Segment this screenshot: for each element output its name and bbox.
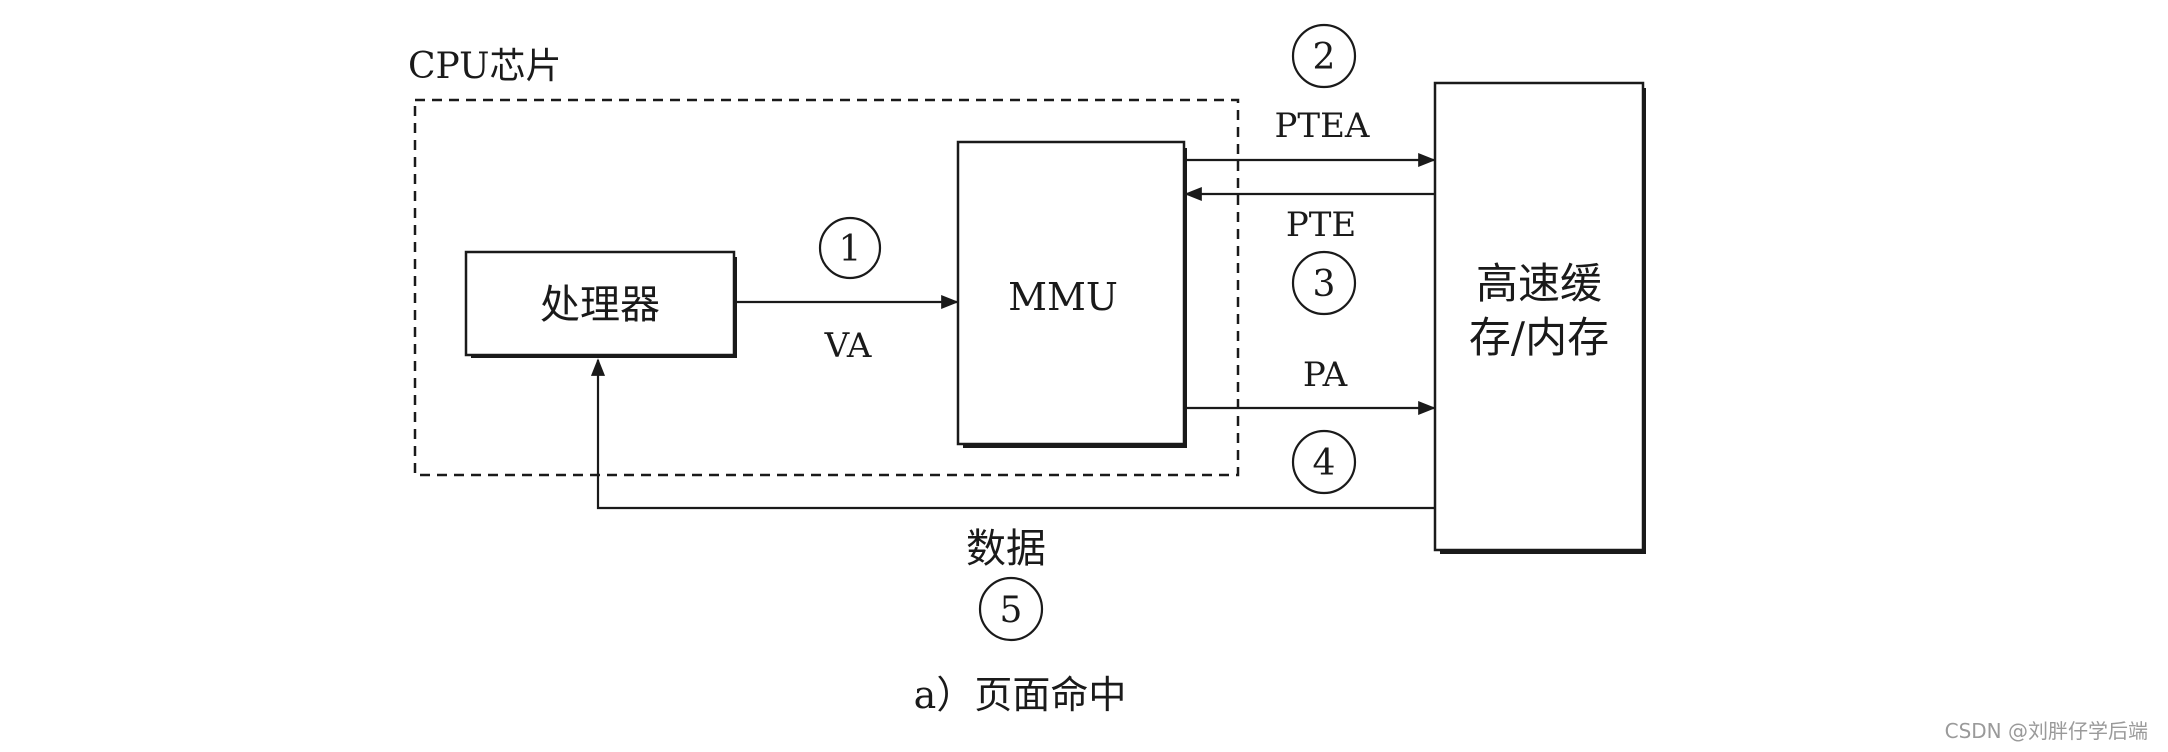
processor-box bbox=[464, 250, 736, 357]
processor-label: 处理器 bbox=[540, 282, 660, 328]
step-3-number: 3 bbox=[1313, 264, 1336, 305]
step-2-number: 2 bbox=[1313, 37, 1336, 78]
figure-caption: a）页面命中 bbox=[914, 673, 1127, 717]
step-3-circle bbox=[1291, 250, 1357, 316]
step-5-circle bbox=[978, 576, 1044, 642]
step-1-circle bbox=[818, 216, 882, 280]
pa-label: PA bbox=[1303, 355, 1348, 395]
ptea-label: PTEA bbox=[1275, 106, 1370, 146]
mmu-label: MMU bbox=[1008, 275, 1118, 319]
data-return-arrow bbox=[590, 358, 1434, 510]
data-label: 数据 bbox=[966, 526, 1046, 572]
step-4-number: 4 bbox=[1313, 443, 1336, 484]
cache-memory-label-line1: 高速缓 bbox=[1476, 259, 1602, 308]
step-5-number: 5 bbox=[1000, 590, 1023, 631]
va-label: VA bbox=[824, 326, 872, 366]
cache-memory-box bbox=[1433, 81, 1645, 552]
pte-label: PTE bbox=[1286, 205, 1356, 245]
step-2-circle bbox=[1291, 23, 1357, 89]
csdn-watermark: CSDN @刘胖仔学后端 bbox=[1944, 719, 2148, 743]
step-1-number: 1 bbox=[839, 229, 862, 270]
mmu-box bbox=[956, 140, 1186, 446]
step-4-circle bbox=[1291, 429, 1357, 495]
cpu-chip-boundary bbox=[413, 98, 1240, 477]
cpu-chip-label: CPU芯片 bbox=[408, 46, 561, 87]
cache-memory-label-line2: 存/内存 bbox=[1469, 313, 1609, 362]
